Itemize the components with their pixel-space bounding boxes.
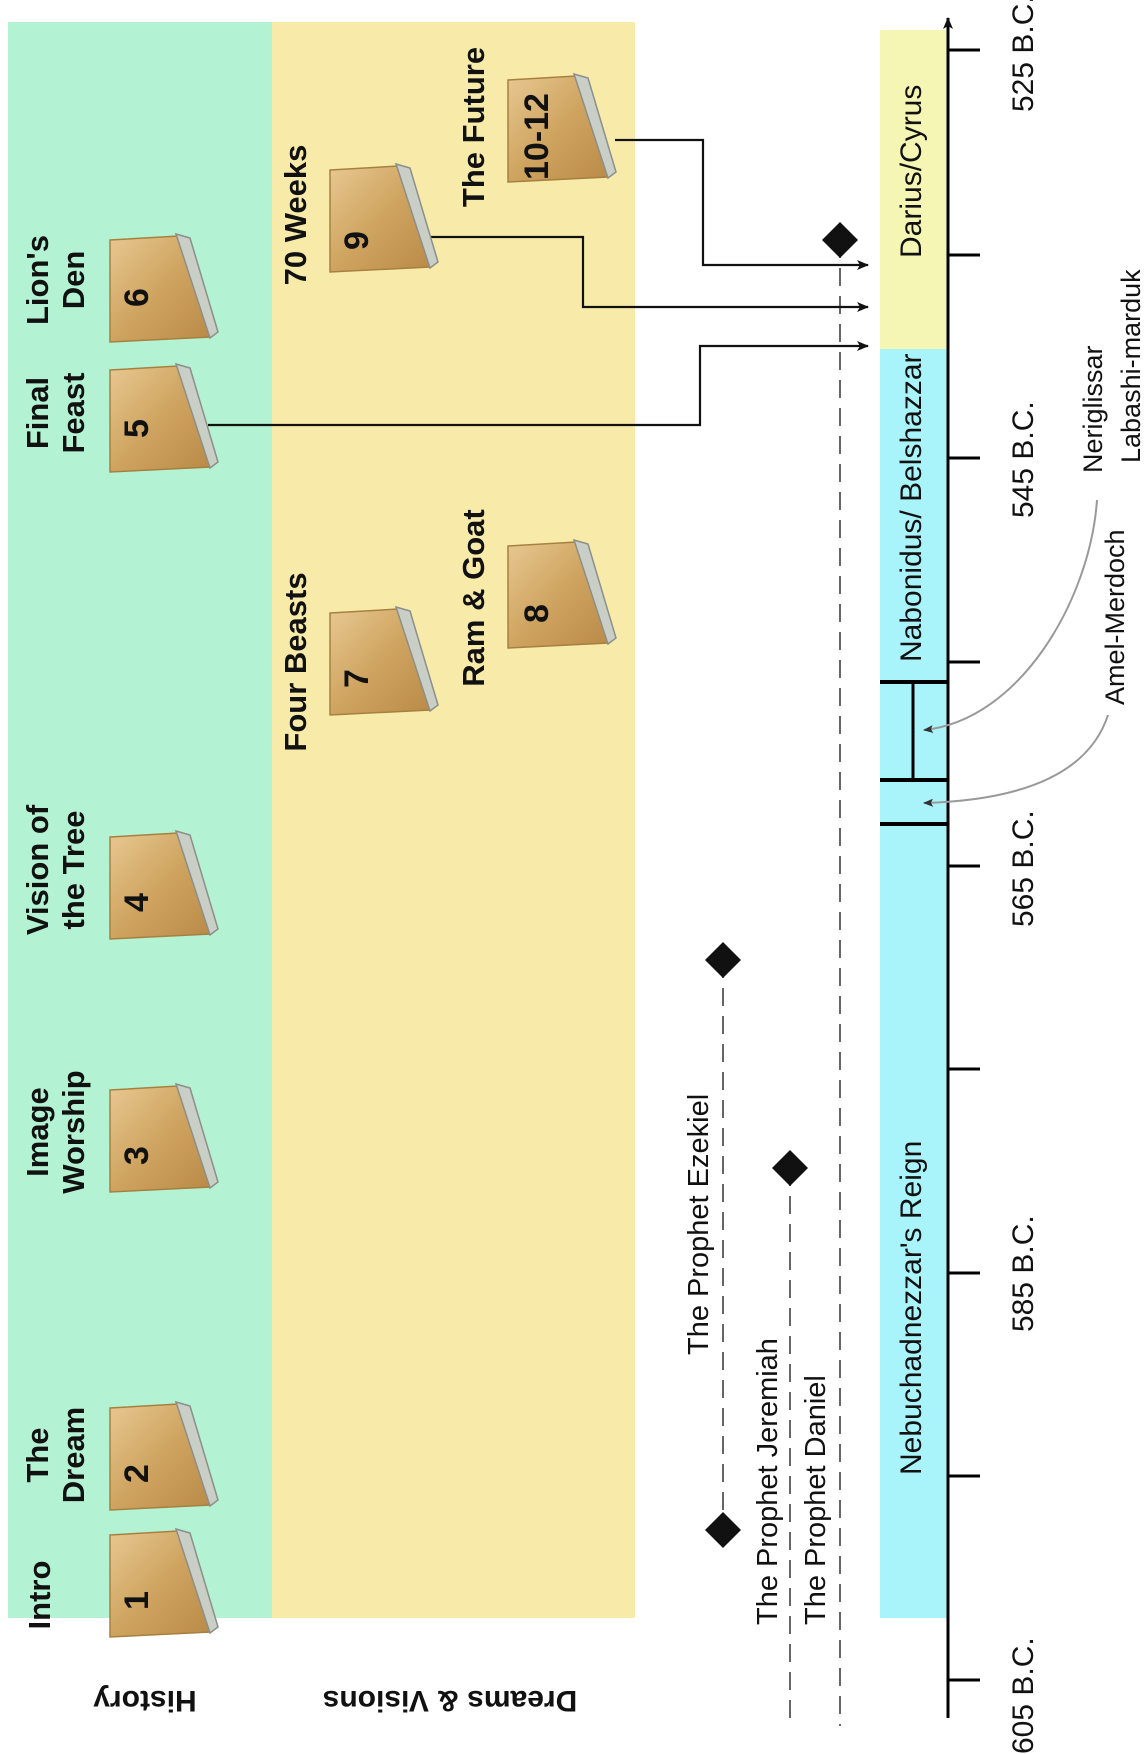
scroll-icon: [109, 829, 219, 940]
nebuchadnezzar-reign-label: Nebuchadnezzar's Reign: [895, 1140, 928, 1475]
scroll-icon: [109, 232, 219, 343]
dreams-visions-band: [272, 22, 635, 1618]
scroll-icon: [109, 1082, 219, 1193]
year-605: 605 B.C.: [1007, 1637, 1040, 1754]
chapter-7-title: Four Beasts: [278, 572, 313, 752]
arrow-chapter-10-12: [615, 138, 869, 270]
chapter-9-title: 70 Weeks: [278, 144, 313, 286]
chapter-1-title: Intro: [22, 1560, 57, 1630]
scroll-icon: [507, 538, 617, 649]
year-525: 525 B.C.: [1007, 0, 1040, 112]
darius-cyrus-label: Darius/Cyrus: [895, 84, 928, 258]
chapter-8-title: Ram & Goat: [456, 509, 491, 687]
chapter-9-number: 9: [338, 231, 376, 250]
prophet-ezekiel-label: The Prophet Ezekiel: [683, 1093, 715, 1355]
prophet-jeremiah-line: [772, 1150, 808, 1726]
scroll-icon: [109, 362, 219, 473]
amel-merdoch-label: Amel-Merdoch: [1100, 529, 1130, 705]
year-585: 585 B.C.: [1007, 1215, 1040, 1332]
scroll-icon: [329, 162, 439, 273]
reign-dividers: [880, 680, 947, 826]
nebuchadnezzar-reign-block: [880, 349, 947, 1618]
chapter-10-12-title: The Future: [456, 46, 491, 208]
darius-cyrus-reign-block: [880, 30, 947, 349]
neriglissar-callout: [923, 499, 1098, 734]
prophet-jeremiah-label: The Prophet Jeremiah: [752, 1338, 784, 1625]
chapter-3-number: 3: [118, 1146, 156, 1165]
labashi-marduk-label: Labashi-marduk: [1116, 269, 1144, 463]
scroll-icon: [507, 72, 617, 183]
arrow-chapter-9: [428, 235, 869, 312]
amel-merdoch-callout: [923, 714, 1109, 807]
chapter-8-number: 8: [518, 604, 556, 623]
scroll-icon: [329, 605, 439, 716]
prophet-ezekiel-line: [705, 942, 741, 1548]
chapter-1-number: 1: [118, 1591, 156, 1610]
prophet-daniel-label: The Prophet Daniel: [800, 1375, 832, 1625]
chapter-5-number: 5: [118, 419, 156, 438]
time-axis: [943, 17, 980, 1718]
nabonidus-belshazzar-label: Nabonidus/ Belshazzar: [895, 353, 928, 662]
chapter-10-12-number: 10-12: [518, 93, 556, 180]
neriglissar-label: Neriglissar: [1078, 345, 1108, 473]
scroll-icon: [109, 1400, 219, 1511]
chapter-2-number: 2: [118, 1464, 156, 1483]
year-565: 565 B.C.: [1007, 810, 1040, 927]
chapter-4-number: 4: [118, 893, 156, 912]
arrow-chapter-5: [208, 341, 869, 427]
prophet-daniel-line: [822, 222, 858, 1726]
chapter-7-number: 7: [338, 669, 376, 688]
year-545: 545 B.C.: [1007, 401, 1040, 518]
chapter-6-number: 6: [118, 288, 156, 307]
scroll-icon: [109, 1527, 219, 1638]
